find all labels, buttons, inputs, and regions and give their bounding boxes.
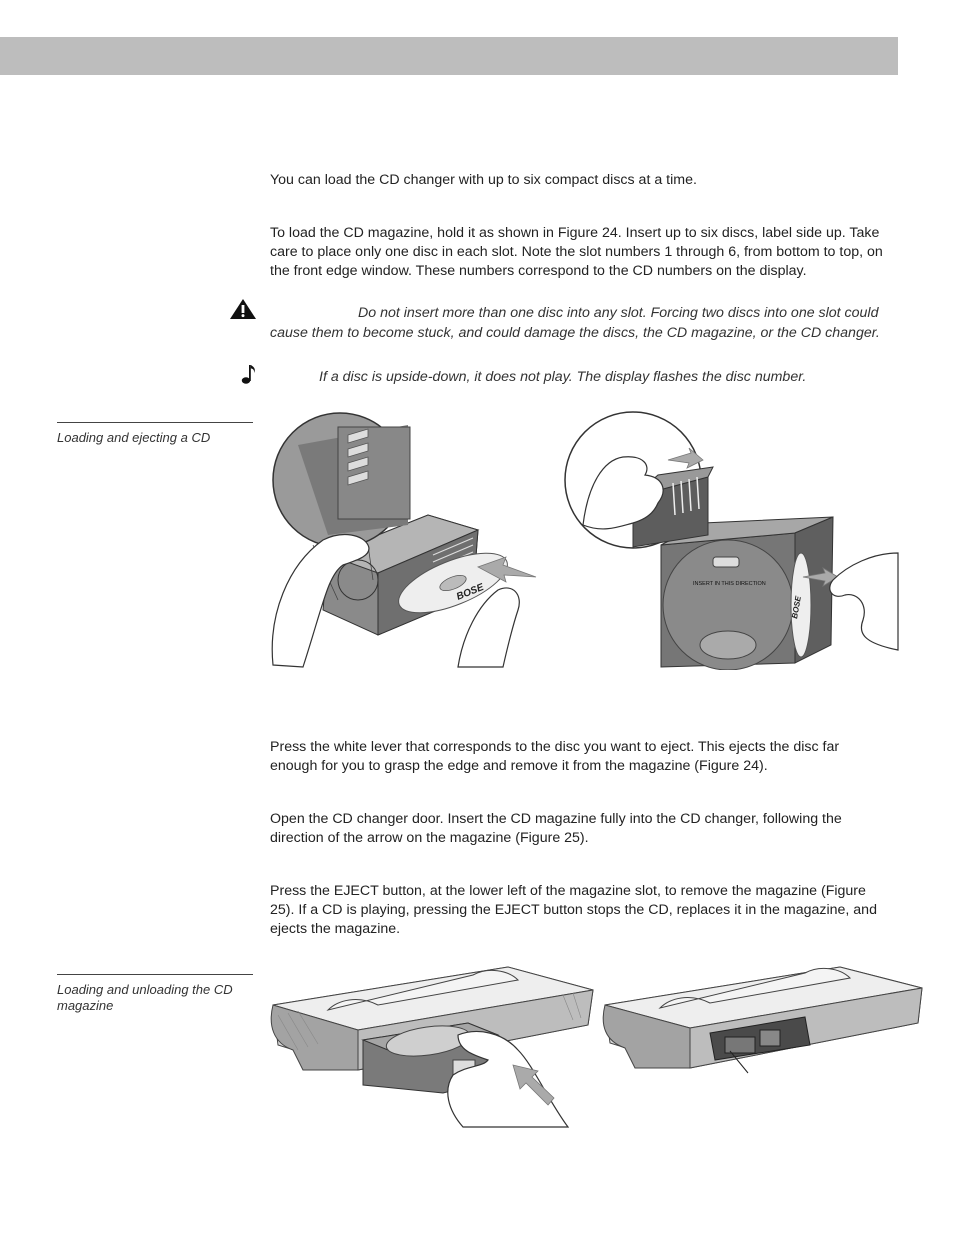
figure24-caption-rule — [57, 422, 253, 423]
warning-icon — [230, 299, 256, 319]
figure24-caption: Loading and ejecting a CD — [57, 430, 211, 445]
music-note-icon — [241, 365, 255, 384]
eject-disc-paragraph: Press the white lever that corresponds t… — [270, 739, 840, 774]
caution-text: Do not insert more than one disc into an… — [270, 305, 880, 341]
intro-paragraph: You can load the CD changer with up to s… — [270, 172, 697, 188]
insert-magazine-paragraph: Open the CD changer door. Insert the CD … — [270, 811, 842, 846]
figure24-eject-illustration: INSERT IN THIS DIRECTION BOSE — [564, 411, 899, 670]
figure24-direction-label: INSERT IN THIS DIRECTION — [693, 581, 766, 587]
eject-magazine-paragraph: Press the EJECT button, at the lower lef… — [270, 883, 877, 937]
figure25-caption: Loading and unloading the CD magazine — [57, 982, 233, 1013]
load-magazine-paragraph: To load the CD magazine, hold it as show… — [270, 225, 883, 279]
figure24-eject-disc-logo: BOSE — [790, 595, 803, 620]
figure25-insert-illustration — [270, 966, 594, 1128]
figure24-load-illustration: BOSE — [271, 412, 537, 668]
header-band — [0, 37, 898, 75]
figure25-caption-rule — [57, 974, 253, 975]
note-text: If a disc is upside-down, it does not pl… — [319, 369, 807, 385]
figure25-eject-illustration — [602, 966, 923, 1074]
